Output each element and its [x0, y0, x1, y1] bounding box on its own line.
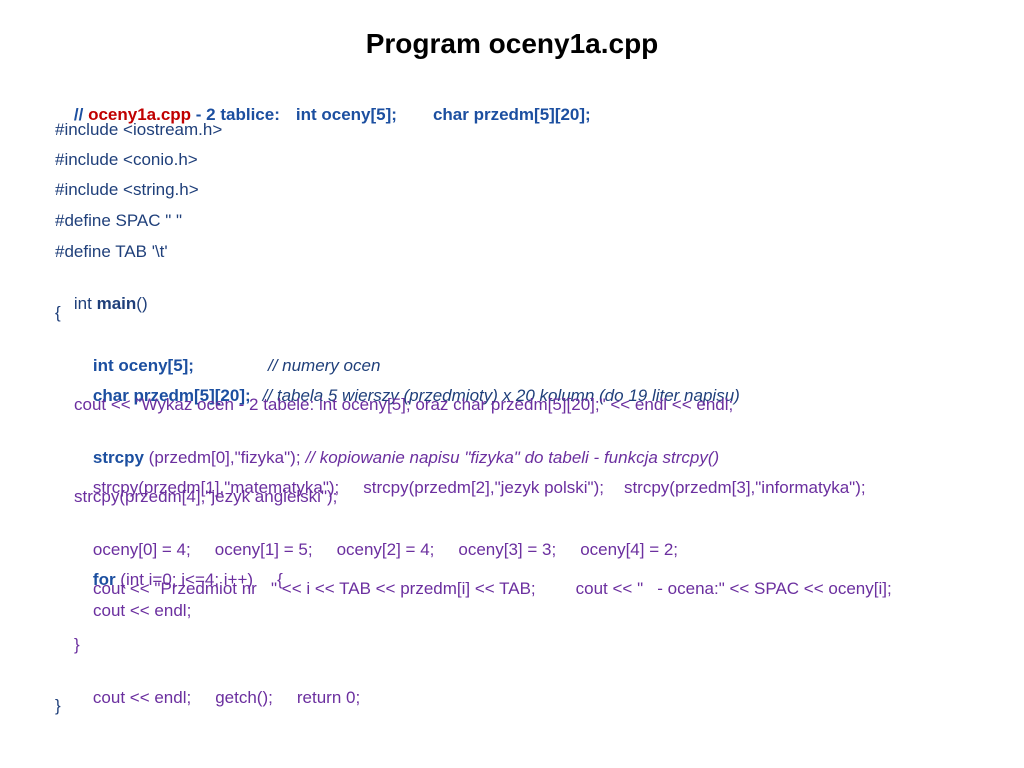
decl-przedm-code: char przedm[5][20]; [92, 386, 251, 405]
main-parens: () [136, 294, 148, 313]
for-open-brace: { [277, 570, 283, 589]
for-keyword: for [92, 570, 116, 589]
oceny-assign-4: oceny[4] = 2; [580, 540, 679, 559]
decl-oceny-comment: // numery ocen [267, 356, 381, 375]
decl-przedm-comment: // tabela 5 wierszy (przedmioty) x 20 ko… [262, 386, 740, 405]
for-loop-line: for (int i=0; i<=4; i++) { [74, 547, 283, 613]
header-decl-przedm: char przedm[5][20]; [432, 105, 591, 124]
strcpy-jezyk-polski: strcpy(przedm[2],"jezyk polski"); [363, 478, 604, 497]
strcpy-line-1: strcpy(przedm[1],"matematyka");strcpy(pr… [74, 455, 866, 521]
final-getch: getch(); [215, 688, 273, 707]
main-return-type: int [73, 294, 97, 313]
open-brace: { [55, 303, 61, 322]
final-return: return 0; [296, 688, 361, 707]
header-comment-line: // oceny1a.cpp - 2 tablice: int oceny[5];… [55, 82, 591, 148]
strcpy-line-2: strcpy(przedm[4],"jezyk angielski"); [74, 487, 338, 506]
strcpy-matematyka: strcpy(przedm[1],"matematyka"); [92, 478, 340, 497]
file-name: oceny1a.cpp [88, 105, 192, 124]
for-head: (int i=0; i<=4; i++) [115, 570, 254, 589]
include-string: #include <string.h> [55, 180, 199, 199]
close-brace: } [55, 696, 61, 715]
loop-cout-ocena: cout << " - ocena:" << SPAC << oceny[i]; [575, 579, 892, 598]
oceny-assign-line: oceny[0] = 4; oceny[1] = 5; oceny[2] = 4; o… [74, 517, 678, 583]
oceny-assign-3: oceny[3] = 3; [458, 540, 557, 559]
strcpy-first-comment: // kopiowanie napisu "fizyka" do tabeli … [305, 448, 720, 467]
include-conio: #include <conio.h> [55, 150, 198, 169]
strcpy-keyword: strcpy [92, 448, 144, 467]
oceny-assign-2: oceny[2] = 4; [336, 540, 435, 559]
header-description: - 2 tablice: [191, 105, 280, 124]
main-name: main [96, 294, 137, 313]
main-signature: int main() [55, 271, 148, 337]
decl-przedm-line: char przedm[5][20]; // tabela 5 wierszy (… [74, 363, 740, 429]
comment-slashes: // [73, 105, 89, 124]
for-close-brace: } [74, 635, 80, 654]
strcpy-first-line: strcpy (przedm[0],"fizyka");// kopiowani… [74, 425, 719, 491]
final-cout-endl: cout << endl; [92, 688, 192, 707]
decl-oceny-line: int oceny[5]; // numery ocen [74, 333, 381, 399]
oceny-assign-1: oceny[1] = 5; [214, 540, 313, 559]
strcpy-informatyka: strcpy(przedm[3],"informatyka"); [623, 478, 866, 497]
strcpy-first-args: (przedm[0],"fizyka"); [143, 448, 301, 467]
page-title: Program oceny1a.cpp [365, 28, 659, 59]
decl-oceny-code: int oceny[5]; [92, 356, 194, 375]
final-line: cout << endl; getch(); return 0; [74, 665, 360, 731]
include-iostream: #include <iostream.h> [55, 120, 223, 139]
loop-cout-endl: cout << endl; [93, 601, 192, 620]
oceny-assign-0: oceny[0] = 4; [92, 540, 191, 559]
define-spac: #define SPAC " " [55, 211, 183, 230]
loop-cout-przedmiot: cout << "Przedmiot nr " << i << TAB << p… [93, 579, 536, 598]
header-decl-oceny: int oceny[5]; [295, 105, 397, 124]
cout-wykaz-line: cout << "Wykaz ocen - 2 tabele: int ocen… [74, 395, 734, 414]
loop-body: cout << "Przedmiot nr " << i << TAB << p… [93, 578, 1005, 622]
define-tab: #define TAB '\t' [55, 242, 168, 261]
